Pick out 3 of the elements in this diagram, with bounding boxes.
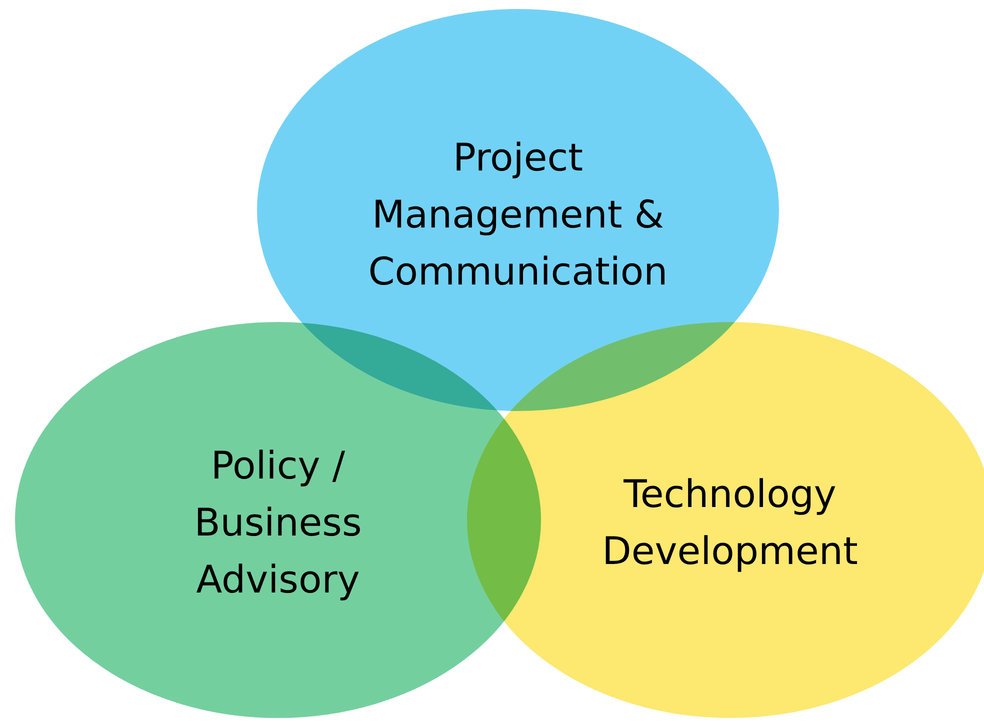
circle-label: Policy / Business Advisory xyxy=(193,442,363,604)
circle-label: Technology Development xyxy=(601,471,859,575)
circle-label: Project Management & Communication xyxy=(367,134,669,296)
